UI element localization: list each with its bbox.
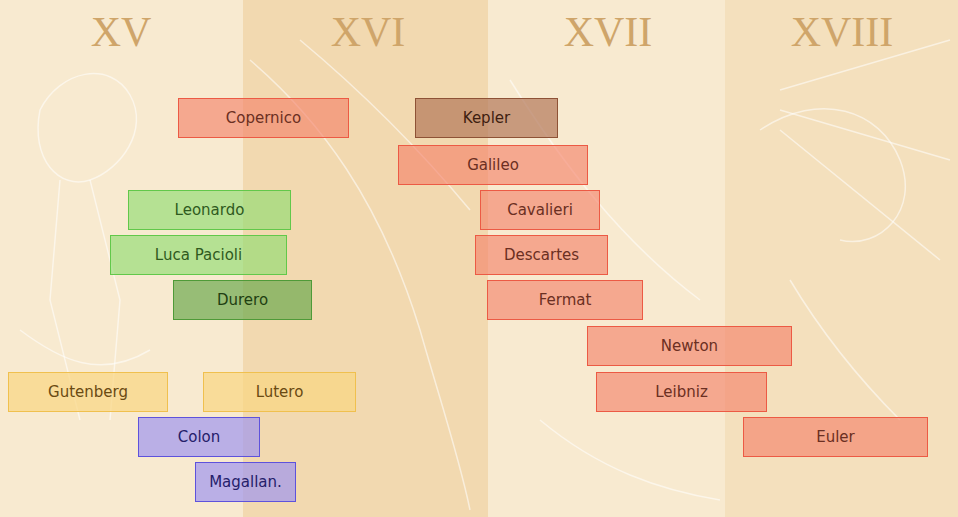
person-name: Colon bbox=[178, 428, 221, 446]
lifespan-bar: Copernico bbox=[178, 98, 349, 138]
person-name: Lutero bbox=[256, 383, 304, 401]
person-name: Copernico bbox=[226, 109, 301, 127]
lifespan-bar: Leibniz bbox=[596, 372, 767, 412]
lifespan-bar: Magallan. bbox=[195, 462, 296, 502]
person-name: Gutenberg bbox=[48, 383, 128, 401]
lifespan-bar: Fermat bbox=[487, 280, 643, 320]
lifespan-bar: Luca Pacioli bbox=[110, 235, 287, 275]
person-name: Descartes bbox=[504, 246, 579, 264]
century-label: XVII bbox=[564, 8, 653, 56]
lifespan-bar: Leonardo bbox=[128, 190, 291, 230]
lifespan-bar: Kepler bbox=[415, 98, 558, 138]
century-label: XVI bbox=[331, 8, 406, 56]
person-name: Kepler bbox=[463, 109, 510, 127]
person-name: Luca Pacioli bbox=[155, 246, 242, 264]
person-name: Cavalieri bbox=[507, 201, 573, 219]
century-label: XV bbox=[91, 8, 152, 56]
lifespan-bar: Colon bbox=[138, 417, 260, 457]
lifespan-bar: Cavalieri bbox=[480, 190, 600, 230]
century-label: XVIII bbox=[791, 8, 894, 56]
person-name: Magallan. bbox=[209, 473, 282, 491]
lifespan-bar: Galileo bbox=[398, 145, 588, 185]
lifespan-bar: Descartes bbox=[475, 235, 608, 275]
person-name: Euler bbox=[816, 428, 855, 446]
person-name: Durero bbox=[217, 291, 268, 309]
person-name: Galileo bbox=[467, 156, 519, 174]
lifespan-bar: Newton bbox=[587, 326, 792, 366]
lifespan-bar: Durero bbox=[173, 280, 312, 320]
person-name: Leibniz bbox=[655, 383, 708, 401]
lifespan-bar: Euler bbox=[743, 417, 928, 457]
person-name: Leonardo bbox=[175, 201, 245, 219]
person-name: Newton bbox=[661, 337, 718, 355]
person-name: Fermat bbox=[539, 291, 592, 309]
lifespan-bar: Lutero bbox=[203, 372, 356, 412]
lifespan-bar: Gutenberg bbox=[8, 372, 168, 412]
